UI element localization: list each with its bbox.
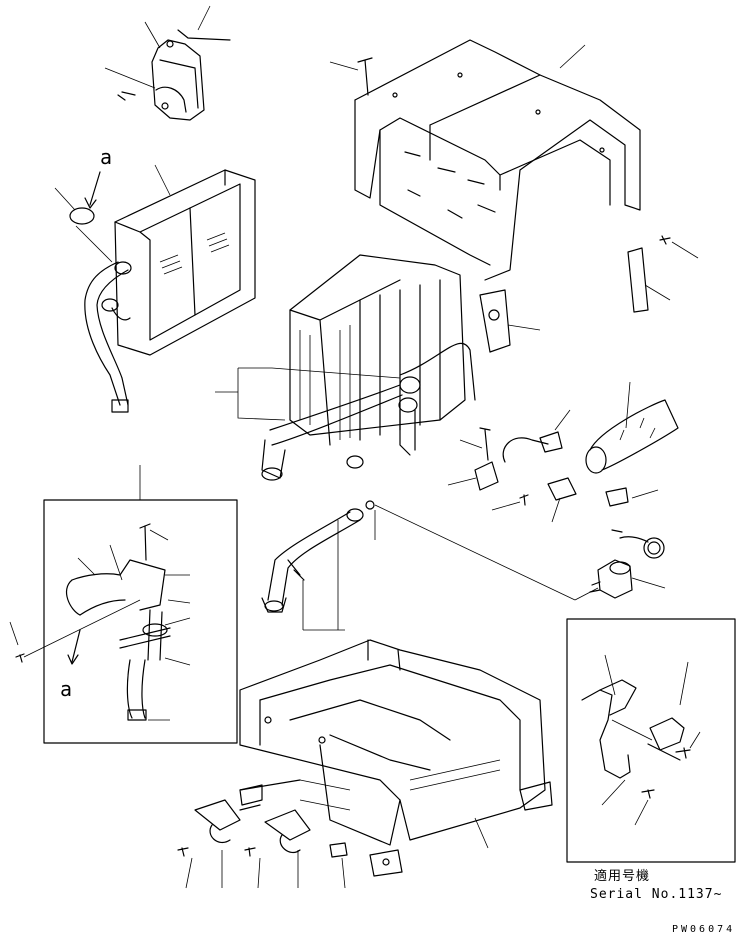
expansion-valve-part	[574, 529, 666, 601]
upper-housing-part	[329, 39, 641, 353]
drawing-code: PW06074	[672, 924, 735, 935]
serial-detail-box	[566, 618, 736, 863]
hose-assembly-part	[261, 500, 576, 631]
heater-core-part	[54, 164, 256, 413]
evaporator-part	[215, 254, 476, 481]
serial-note-line2: Serial No.1137~	[590, 887, 722, 902]
sensor-clamp-tube-parts	[447, 381, 679, 523]
valve-bracket-part	[104, 5, 231, 121]
serial-note-line1: 適用号機	[594, 868, 650, 884]
base-frame-part	[239, 639, 553, 877]
view-a-label-detail: a	[60, 677, 72, 701]
plate-and-screw-part	[627, 235, 699, 313]
clamps-and-screws-parts	[177, 799, 348, 889]
view-a-label-top: a	[100, 145, 112, 169]
detail-view-box	[9, 465, 238, 744]
